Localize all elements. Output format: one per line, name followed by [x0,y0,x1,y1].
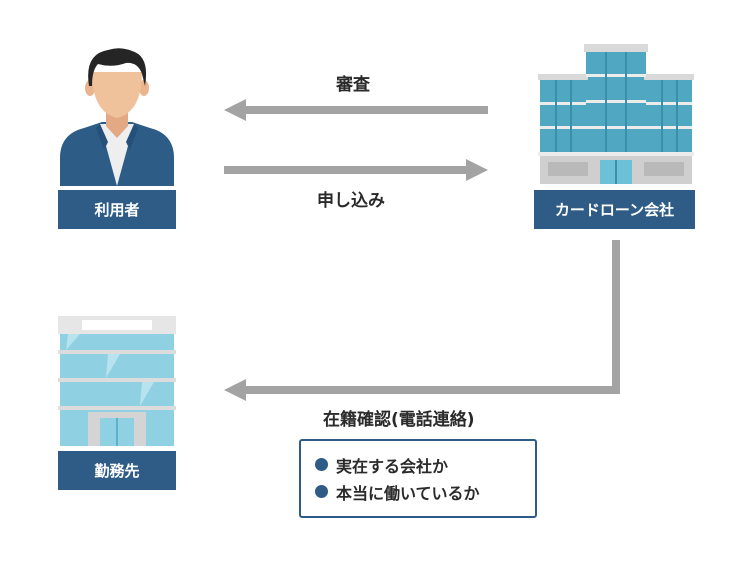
user-label: 利用者 [58,190,176,229]
check-item-text: 実在する会社か [336,456,449,476]
review-label: 審査 [336,75,370,95]
workplace-building-icon [58,316,176,446]
check-item: 実在する会社か [315,451,535,478]
employment-check-arrow [224,240,620,401]
workplace-label: 勤務先 [58,451,176,490]
employment-check-label: 在籍確認(電話連絡) [323,410,475,430]
lender-label: カードローン会社 [534,190,695,229]
check-list: 実在する会社か 本当に働いているか [299,439,537,518]
check-item-text: 本当に働いているか [336,483,480,503]
person-icon [60,48,174,186]
application-arrow [224,159,488,181]
review-arrow [224,99,488,121]
bullet-icon [315,485,328,498]
check-item: 本当に働いているか [315,478,535,505]
office-building-icon [538,44,694,184]
application-label: 申し込み [317,191,385,211]
bullet-icon [315,458,328,471]
